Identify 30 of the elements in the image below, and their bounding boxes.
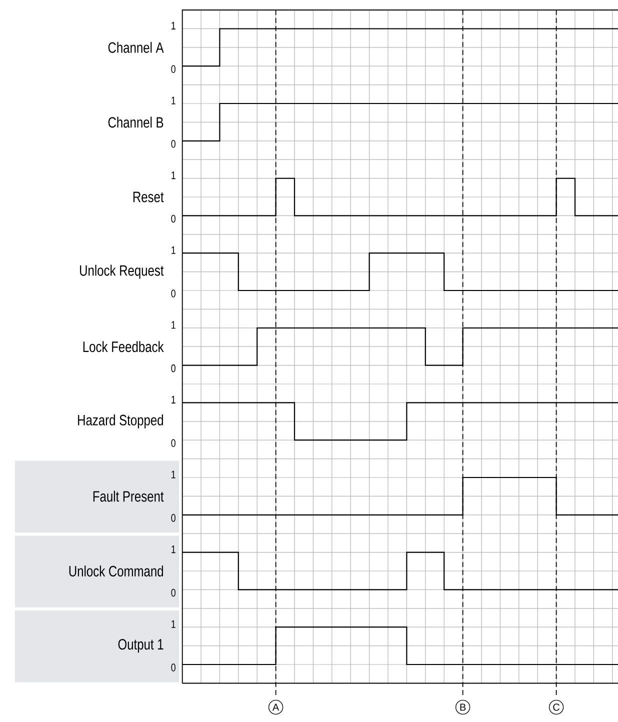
signal-name: Hazard Stopped [78,414,163,428]
level-label: 1 [172,620,176,628]
level-label: 0 [171,588,176,597]
signal-name: Fault Present [93,490,164,502]
level-label: 1 [172,546,176,554]
signal-name: Channel B [108,116,164,128]
level-label: 0 [171,290,176,298]
marker-label: B [455,700,470,715]
level-label: 0 [171,514,176,522]
marker-label: C [548,700,564,715]
signal-name: Unlock Command [69,566,163,576]
marker-label: A [268,700,284,715]
level-label: 1 [172,96,176,104]
level-label: 1 [172,470,176,478]
level-label: 0 [171,439,176,447]
level-label: 0 [171,214,176,223]
level-label: 0 [171,664,176,672]
signal-name: Output 1 [118,639,164,653]
level-label: 1 [172,321,176,329]
signal-name: Channel A [108,42,164,53]
level-label: 1 [172,396,176,404]
level-label: 1 [172,22,176,30]
signal-name: Lock Feedback [83,341,164,352]
signal-name: Reset [133,192,164,202]
level-label: 0 [171,65,176,73]
level-label: 0 [171,364,176,372]
level-label: 1 [172,172,176,180]
level-label: 1 [172,246,176,254]
signal-name: Unlock Request [80,264,164,279]
level-label: 0 [171,140,176,148]
